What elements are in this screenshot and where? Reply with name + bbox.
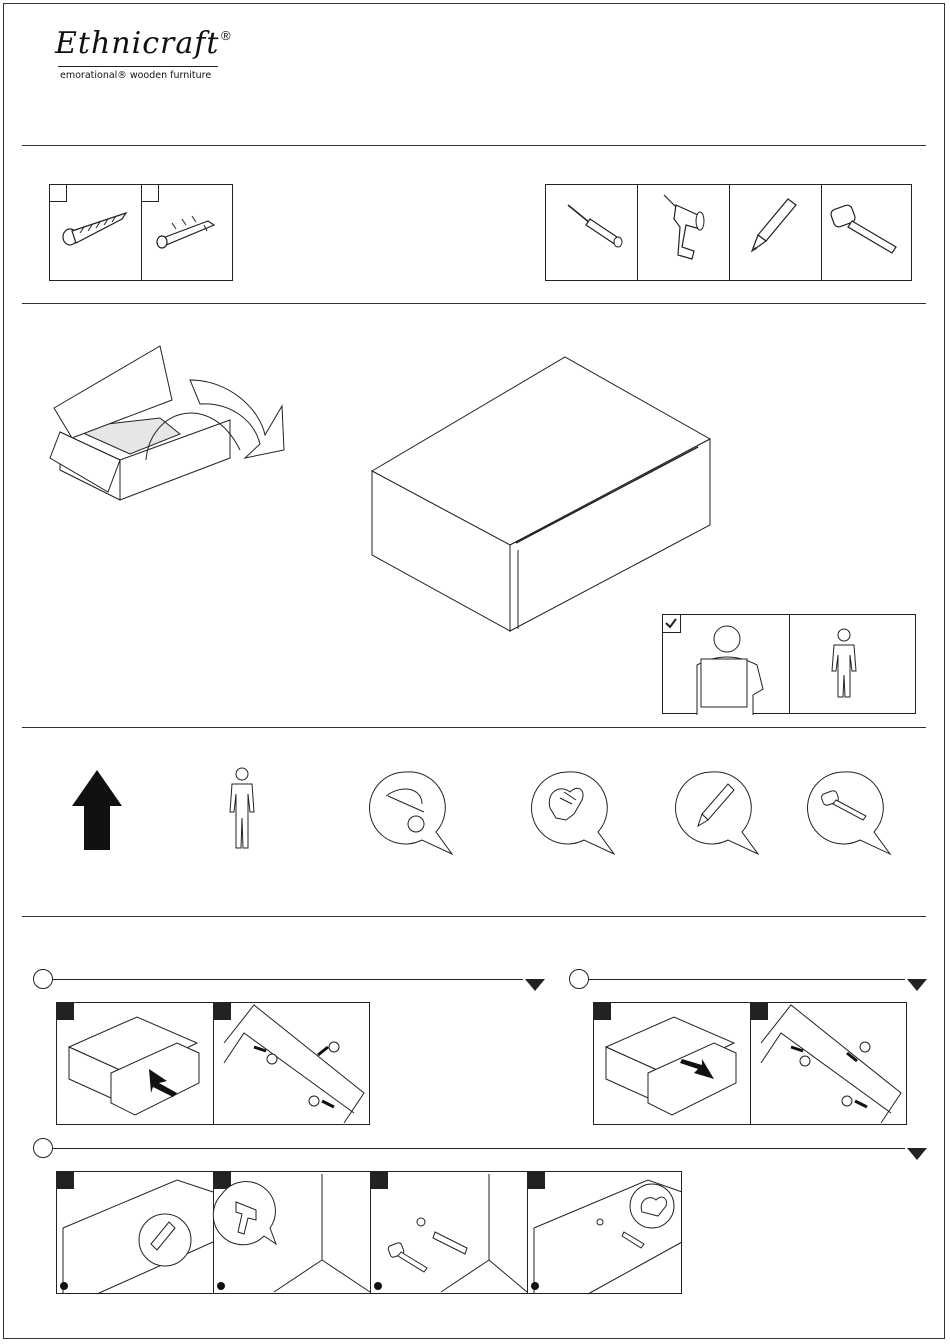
step-2-marker — [569, 969, 589, 989]
part-cell-screw — [50, 185, 142, 280]
two-person-cell — [663, 615, 790, 713]
hammer-bubble-icon — [804, 770, 896, 856]
drill-icon — [638, 185, 730, 282]
step-1-line — [53, 979, 523, 980]
single-person-cell — [790, 615, 917, 713]
divider — [22, 303, 926, 304]
tool-cell-hammer — [822, 185, 913, 280]
tool-cell-pencil — [730, 185, 822, 280]
open-box-illustration — [40, 340, 300, 550]
step-3-arrow-icon — [907, 1148, 927, 1160]
drawer-push-in-illustration — [594, 1003, 751, 1126]
tool-cell-drill — [638, 185, 730, 280]
divider — [22, 916, 926, 917]
logo-underline — [58, 66, 218, 67]
pencil-bubble-icon — [672, 770, 764, 856]
part-cell-plug — [142, 185, 234, 280]
screw-turn-bubble-icon — [366, 770, 458, 856]
drill-hole-illustration — [214, 1172, 371, 1295]
step-1-panel-b — [214, 1003, 371, 1124]
step-3-panel-a — [57, 1172, 214, 1293]
step-2-arrow-icon — [907, 979, 927, 991]
drawer-release-detail — [214, 1003, 371, 1126]
step-1-panel-a — [57, 1003, 214, 1124]
registered-mark: ® — [221, 28, 231, 43]
divider — [22, 727, 926, 728]
two-person-check-icon — [663, 615, 790, 715]
pencil-icon — [730, 185, 822, 282]
step-3-panel-c — [371, 1172, 528, 1293]
screwdriver-icon — [546, 185, 638, 282]
step-3-marker — [33, 1138, 53, 1158]
divider — [22, 145, 926, 146]
brand-tagline: emorational® wooden furniture — [60, 70, 211, 81]
insert-plug-illustration — [371, 1172, 528, 1295]
step-2-line — [589, 979, 905, 980]
step-1-panels — [56, 1002, 370, 1125]
step-3-line — [53, 1148, 905, 1149]
fix-screw-illustration — [528, 1172, 683, 1295]
mark-position-illustration — [57, 1172, 214, 1295]
persons-box — [662, 614, 916, 714]
wall-plug-icon — [142, 185, 234, 282]
tools-box — [545, 184, 912, 281]
tool-cell-screwdriver — [546, 185, 638, 280]
brand-name: Ethnicraft — [55, 26, 219, 61]
up-arrow-icon — [70, 768, 124, 852]
step-2-panel-a — [594, 1003, 751, 1124]
person-icon — [220, 766, 264, 852]
parts-box — [49, 184, 233, 281]
step-2-panels — [593, 1002, 907, 1125]
screw-icon — [50, 185, 142, 282]
step-1-arrow-icon — [525, 979, 545, 991]
single-person-icon — [790, 615, 917, 715]
drawer-cabinet-illustration — [370, 355, 715, 635]
drawer-pull-out-illustration — [57, 1003, 214, 1126]
hammer-icon — [822, 185, 913, 282]
step-3-panel-b — [214, 1172, 371, 1293]
drawer-lock-detail — [751, 1003, 908, 1126]
hand-tighten-bubble-icon — [528, 770, 620, 856]
step-3-panels — [56, 1171, 682, 1294]
step-2-panel-b — [751, 1003, 908, 1124]
step-1-marker — [33, 969, 53, 989]
step-3-panel-d — [528, 1172, 683, 1293]
